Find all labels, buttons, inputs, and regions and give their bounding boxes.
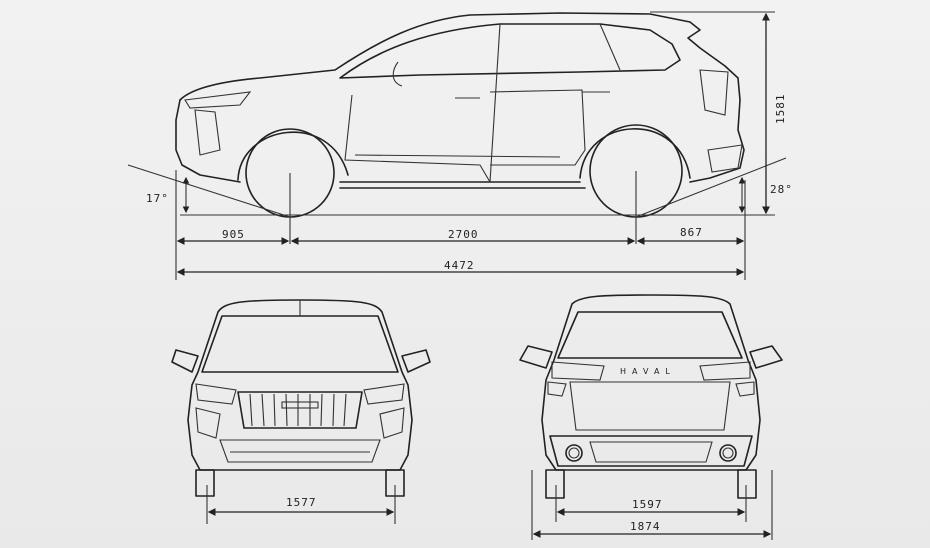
angle-lines [127, 157, 787, 218]
height-dimension [650, 11, 775, 216]
side-view-car [175, 12, 750, 244]
wheelbase-label: 2700 [448, 228, 479, 241]
front-track-label: 1577 [286, 496, 317, 509]
rear-badge: HAVAL [620, 367, 676, 376]
overall-height-label: 1581 [774, 94, 787, 125]
rear-track-label: 1597 [632, 498, 663, 511]
rear-overhang-label: 867 [680, 226, 703, 239]
grille-bars [249, 393, 347, 427]
departure-angle-label: 28° [770, 183, 793, 196]
approach-angle-label: 17° [146, 192, 169, 205]
overall-width-label: 1874 [630, 520, 661, 533]
overall-length-label: 4472 [444, 259, 475, 272]
length-dimensions [175, 170, 746, 280]
front-overhang-label: 905 [222, 228, 245, 241]
front-view-car [171, 299, 431, 524]
rear-view-car [519, 294, 783, 540]
